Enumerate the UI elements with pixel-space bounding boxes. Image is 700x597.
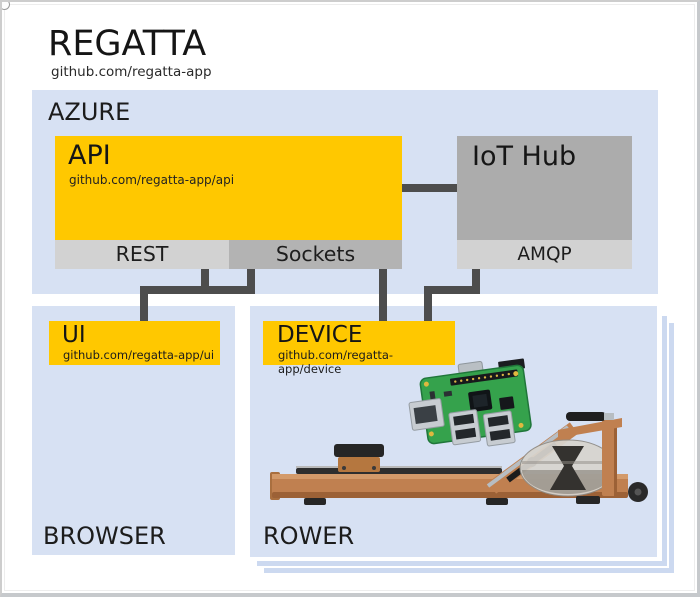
api-subtitle: github.com/regatta-app/api <box>69 173 235 187</box>
selection-handle-icon <box>2 2 10 10</box>
azure-label: AZURE <box>48 98 131 126</box>
connector-rest-stub <box>201 269 209 288</box>
stacked-page-edge-1 <box>257 316 667 566</box>
browser-label: BROWSER <box>43 522 166 550</box>
ui-subtitle: github.com/regatta-app/ui <box>63 348 215 362</box>
iot-hub-title: IoT Hub <box>472 141 577 172</box>
sockets-bar: Sockets <box>229 240 402 269</box>
page-subtitle: github.com/regatta-app <box>51 64 212 80</box>
connector-ui-drop <box>140 286 148 322</box>
rower-label: ROWER <box>263 522 355 550</box>
api-box: API github.com/regatta-app/api <box>55 136 402 240</box>
rest-label: REST <box>115 242 169 266</box>
connector-sockets-device <box>379 269 387 322</box>
rowing-machine-image <box>270 412 648 505</box>
rest-bar: REST <box>55 240 229 269</box>
amqp-bar: AMQP <box>457 240 632 269</box>
connector-ui-bus <box>140 286 255 294</box>
stacked-page-edge-2 <box>264 323 674 573</box>
device-title: DEVICE <box>277 322 363 348</box>
iot-hub-box: IoT Hub <box>457 136 632 240</box>
sockets-label: Sockets <box>275 242 356 266</box>
connector-sockets-left-stub <box>247 269 255 288</box>
amqp-label: AMQP <box>517 244 572 265</box>
device-subtitle: github.com/regatta-app/device <box>278 348 394 376</box>
page-title: REGATTA <box>48 24 207 64</box>
ui-title: UI <box>62 322 86 348</box>
connector-amqp-stub <box>472 269 480 287</box>
api-title: API <box>68 140 111 171</box>
raspberry-pi-image <box>408 358 532 447</box>
device-box: DEVICE github.com/regatta-app/device <box>263 321 455 376</box>
connector-api-iothub <box>400 184 459 192</box>
connector-device-drop <box>424 286 432 322</box>
ui-box: UI github.com/regatta-app/ui <box>49 321 220 365</box>
connector-amqp-bus <box>424 286 480 294</box>
